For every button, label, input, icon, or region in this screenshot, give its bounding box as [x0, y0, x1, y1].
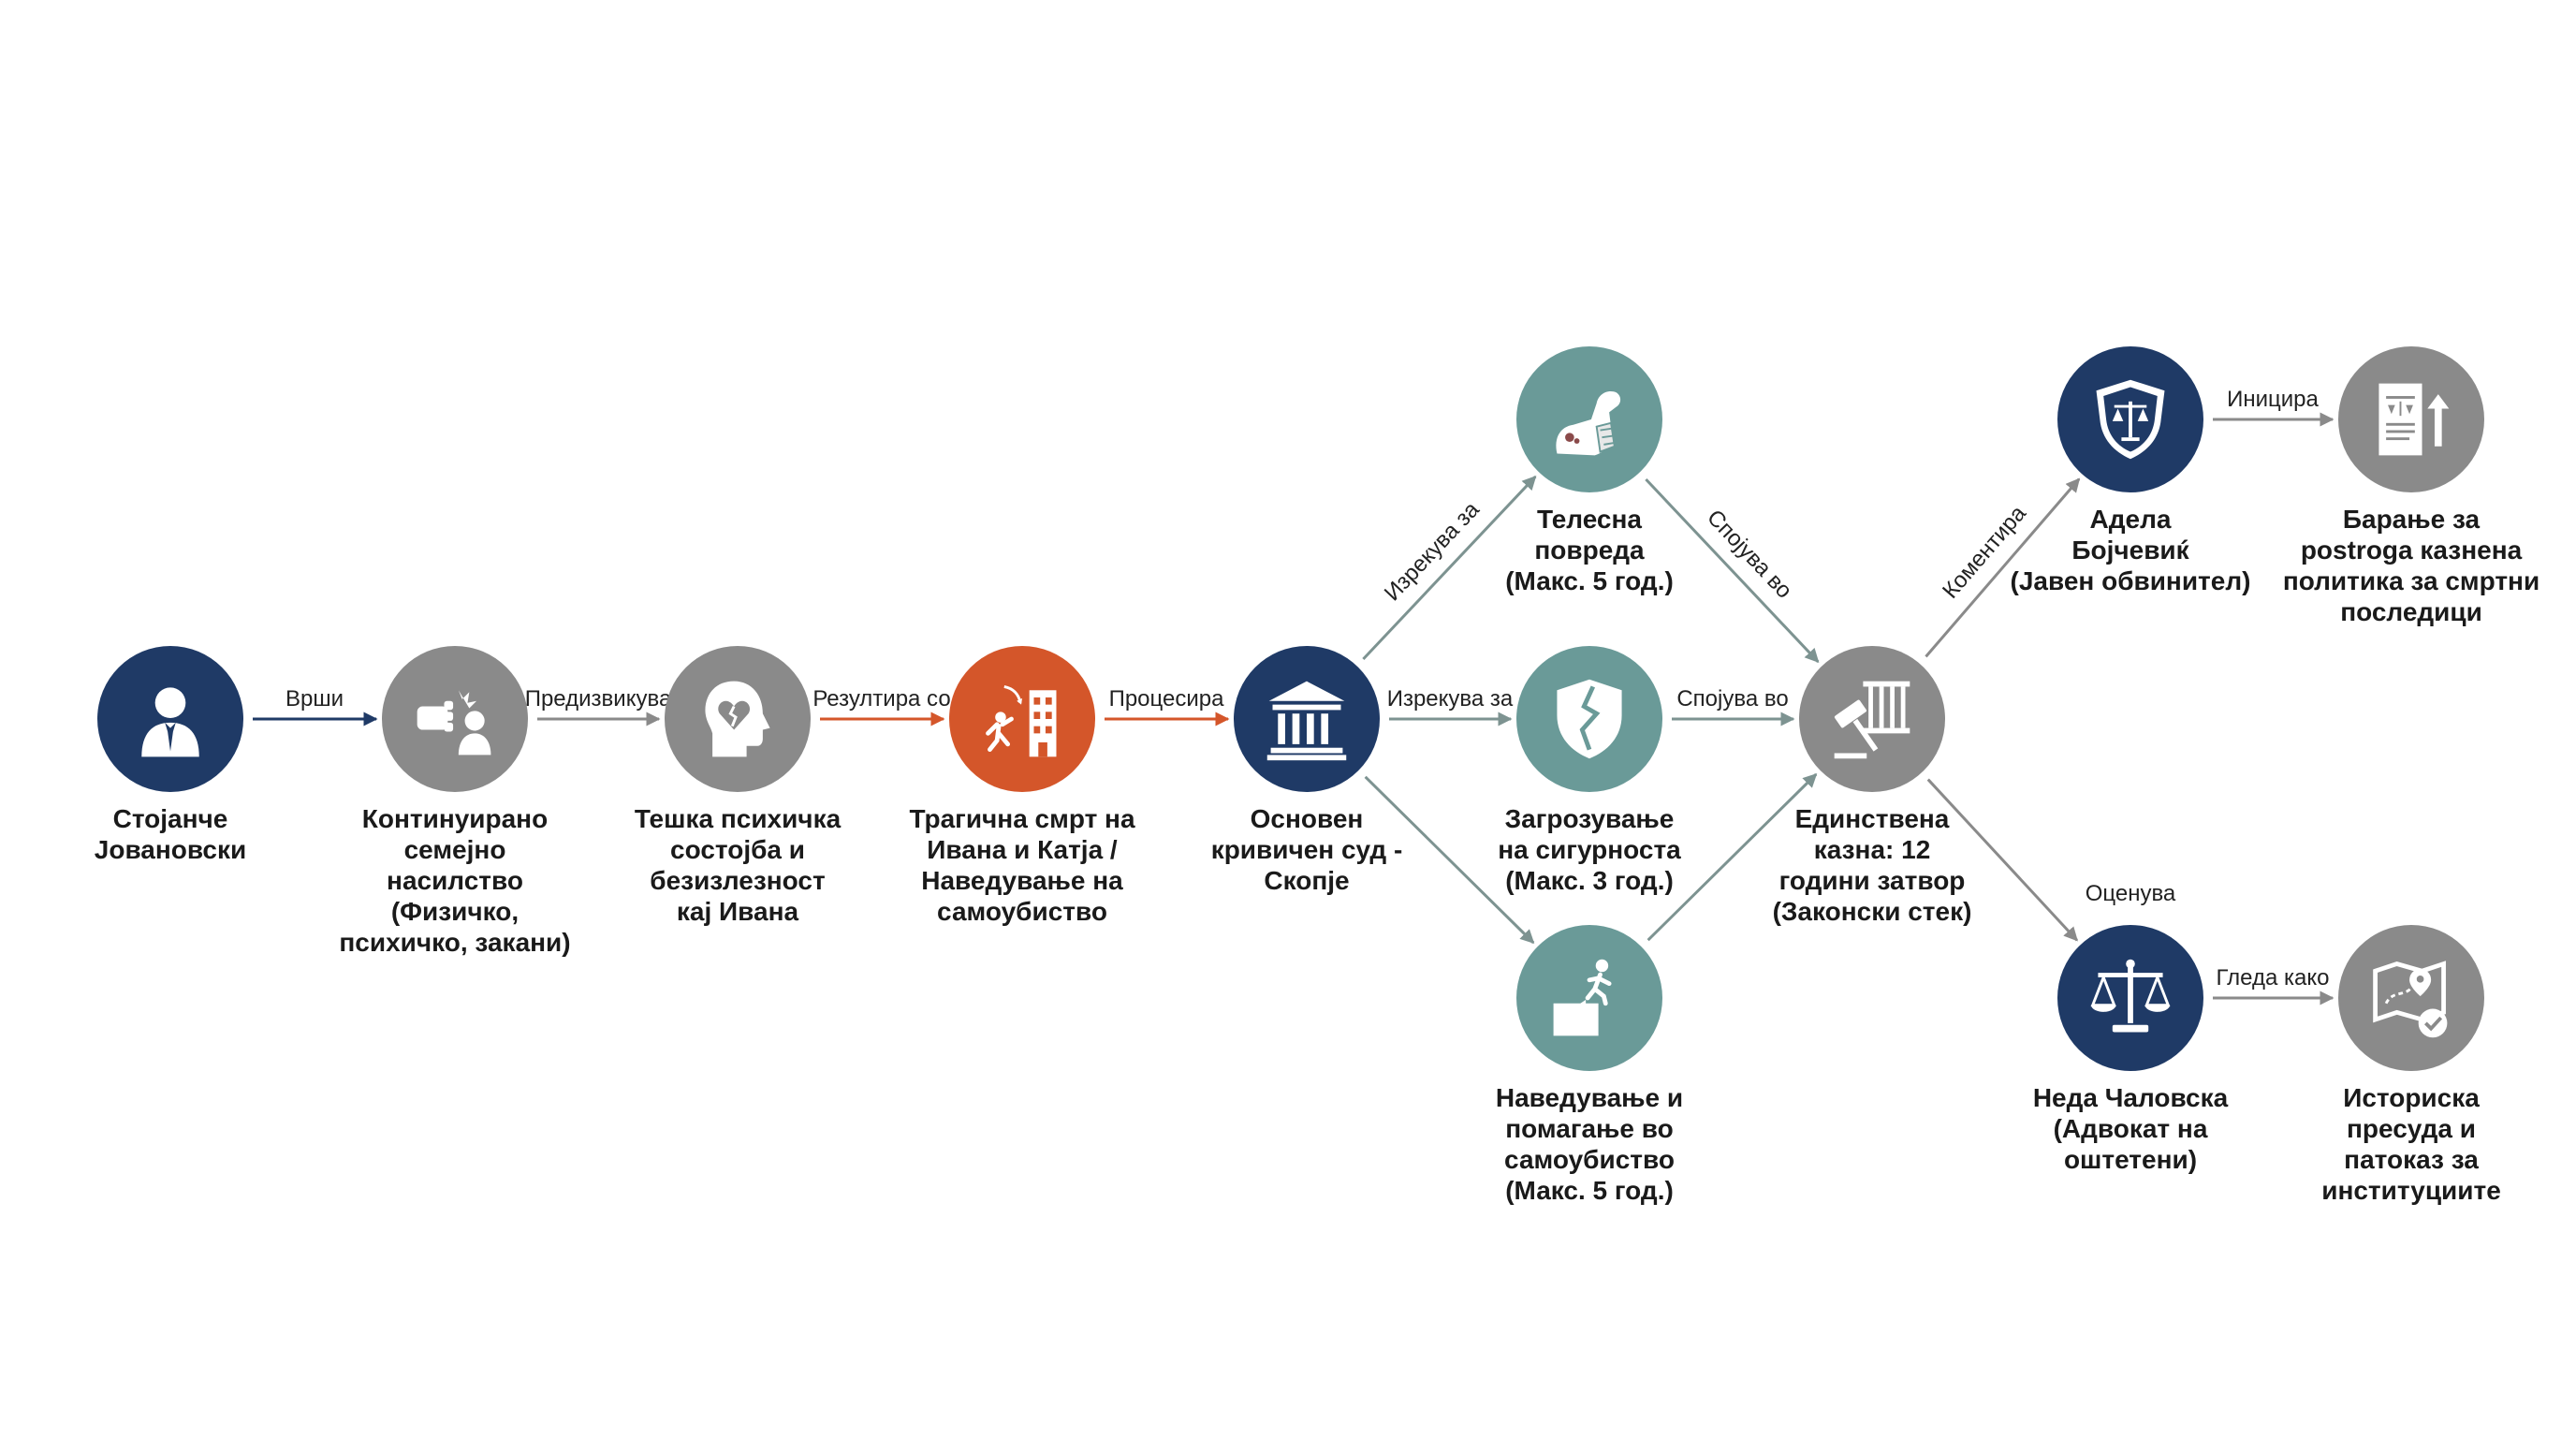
edge-label-stojance-to-violence: Врши	[285, 686, 344, 712]
label-mental: Тешка психичка состојба и безизлезност к…	[634, 804, 842, 926]
edge-sentence-to-neda	[1926, 778, 2079, 942]
label-precedent: Историска пресуда и патоказ за институци…	[2321, 1083, 2501, 1205]
node-neda	[2057, 925, 2203, 1071]
label-adela: Адела Бојчевиќ (Јавен обвинител)	[2010, 505, 2251, 595]
edge-label-court-to-security: Изрекува за	[1387, 686, 1514, 712]
node-precedent	[2338, 925, 2484, 1071]
edge-label-death-to-court: Процесира	[1109, 686, 1225, 712]
cracked-shield-icon	[1557, 679, 1622, 759]
label-stojance: Стојанче Јовановски	[94, 804, 247, 864]
broken-heart-head-icon	[705, 681, 770, 757]
node-violence	[382, 646, 528, 792]
label-violence: Континуирано семејно насилство (Физичко,…	[339, 804, 571, 957]
edge-label-sentence-to-neda: Оценува	[2086, 881, 2176, 906]
label-court: Основен кривичен суд - Скопје	[1210, 804, 1403, 895]
gavel-prison-icon	[1833, 681, 1910, 759]
label-death: Трагична смрт на Ивана и Катја / Наведув…	[909, 804, 1135, 926]
node-security	[1516, 646, 1662, 792]
person-ledge-icon	[1553, 959, 1612, 1036]
node-sentence	[1799, 646, 1945, 792]
map-check-icon	[2373, 961, 2448, 1038]
prosecutor-badge-icon	[2096, 379, 2165, 460]
edge-injury-to-sentence	[1645, 477, 1820, 664]
node-adela	[2057, 346, 2203, 492]
label-incitement: Наведување и помагање во самоубиство (Ма…	[1495, 1083, 1684, 1205]
injured-arm-icon	[1556, 390, 1621, 456]
label-security: Загрозување на сигурноста (Макс. 3 год.)	[1498, 804, 1681, 895]
node-injury	[1516, 346, 1662, 492]
node-mental	[665, 646, 811, 792]
node-death	[949, 646, 1095, 792]
label-injury: Телесна повреда (Макс. 5 год.)	[1505, 505, 1674, 595]
edge-label-adela-to-policy: Иницира	[2227, 387, 2319, 412]
scales-icon	[2090, 959, 2171, 1033]
edge-label-mental-to-death: Резултира со	[812, 686, 950, 712]
label-sentence: Единствена казна: 12 години затвор (Зако…	[1772, 804, 1972, 926]
node-stojance	[97, 646, 243, 792]
edge-sentence-to-adela	[1925, 477, 2081, 658]
courthouse-icon	[1266, 681, 1347, 761]
label-policy: Барање за postroga казнена политика за с…	[2282, 505, 2540, 626]
edge-label-security-to-sentence: Спојува во	[1676, 686, 1788, 712]
punch-icon	[417, 690, 491, 756]
edge-incitement-to-sentence	[1647, 772, 1818, 942]
document-scales-arrow-icon	[2378, 383, 2450, 456]
node-court	[1234, 646, 1380, 792]
edge-label-violence-to-mental: Предизвикува	[525, 686, 672, 712]
edge-label-neda-to-precedent: Гледа како	[2217, 965, 2330, 990]
node-incitement	[1516, 925, 1662, 1071]
label-neda: Неда Чаловска (Адвокат на оштетени)	[2032, 1083, 2229, 1174]
edge-court-to-incitement	[1364, 775, 1535, 945]
node-policy	[2338, 346, 2484, 492]
edge-court-to-injury	[1362, 475, 1537, 661]
falling-person-building-icon	[986, 685, 1057, 757]
person-icon	[141, 687, 199, 757]
